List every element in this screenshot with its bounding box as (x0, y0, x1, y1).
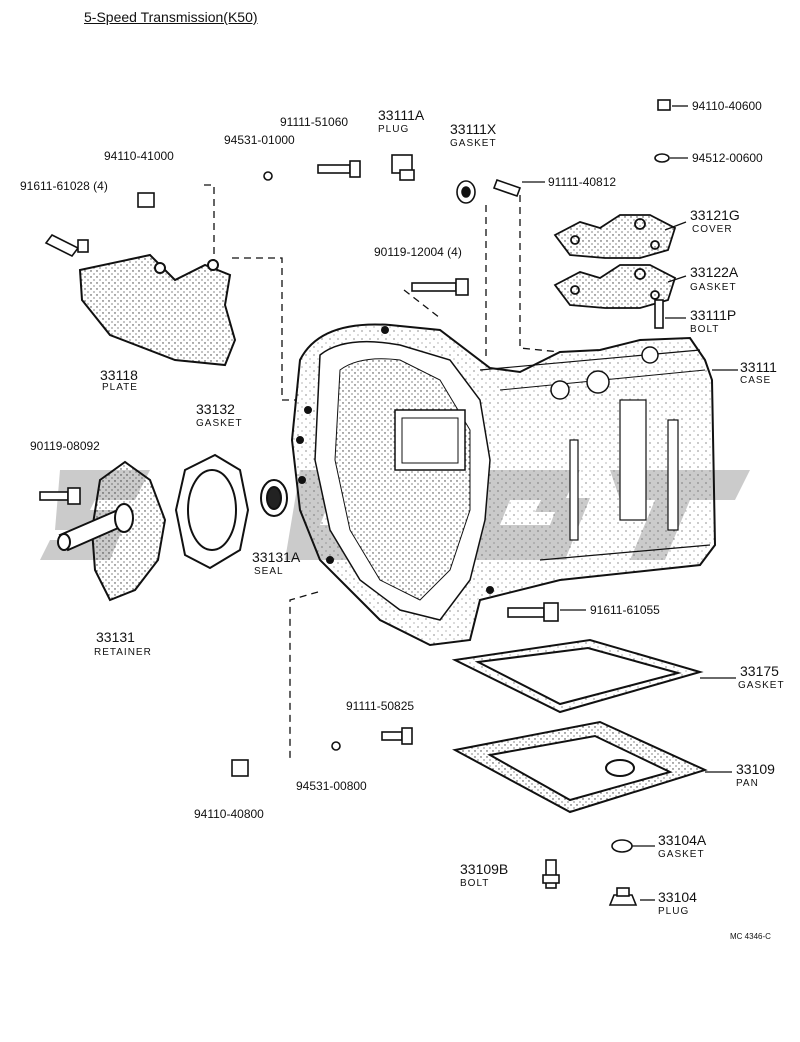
part-label-33118[interactable]: 33118 (100, 367, 138, 383)
part-label-33111a[interactable]: 33111A (378, 107, 425, 123)
diagram-title: 5-Speed Transmission(K50) (84, 9, 258, 25)
hardware-parts (39, 99, 671, 906)
part-label-94512-00600[interactable]: 94512-00600 (692, 151, 763, 165)
part-desc-33175: GASKET (738, 680, 785, 691)
plate-part (78, 253, 237, 367)
part-desc-33111x: GASKET (450, 138, 497, 149)
part-desc-33104: PLUG (658, 906, 690, 917)
part-label-94110-41000[interactable]: 94110-41000 (104, 149, 174, 163)
part-label-33109b[interactable]: 33109B (460, 861, 509, 877)
part-label-33132[interactable]: 33132 (196, 401, 235, 417)
part-label-33111p[interactable]: 33111P (690, 307, 737, 323)
part-label-91111-40812[interactable]: 91111-40812 (548, 175, 617, 189)
part-label-33111[interactable]: 33111 (740, 359, 777, 375)
part-label-33104[interactable]: 33104 (658, 889, 697, 905)
part-desc-33131: RETAINER (94, 647, 152, 658)
part-desc-33131a: SEAL (254, 566, 284, 577)
part-desc-33104a: GASKET (658, 849, 705, 860)
seal-part (260, 479, 288, 517)
retainer-gasket-part (174, 453, 250, 570)
retainer-part (57, 460, 167, 602)
part-desc-33109: PAN (736, 778, 759, 789)
part-label-91611-61055[interactable]: 91611-61055 (590, 603, 660, 617)
part-label-94531-01000[interactable]: 94531-01000 (224, 133, 295, 147)
part-label-91111-50825[interactable]: 91111-50825 (346, 699, 415, 713)
part-desc-33121g: COVER (692, 224, 733, 235)
part-label-94531-00800[interactable]: 94531-00800 (296, 779, 367, 793)
part-label-33122a[interactable]: 33122A (690, 264, 739, 280)
part-desc-33109b: BOLT (460, 878, 490, 889)
part-label-33109[interactable]: 33109 (736, 761, 775, 777)
part-desc-33132: GASKET (196, 418, 243, 429)
cover-gasket-part (553, 264, 677, 309)
part-label-33131[interactable]: 33131 (96, 629, 135, 645)
part-label-33111x[interactable]: 33111X (450, 121, 497, 137)
drawing-code: MC 4346-C (730, 932, 771, 941)
part-label-33104a[interactable]: 33104A (658, 832, 707, 848)
part-desc-33111p: BOLT (690, 324, 720, 335)
cover-part (553, 214, 677, 259)
transmission-case (290, 323, 717, 647)
part-label-91611-61028[interactable]: 91611-61028 (4) (20, 179, 108, 193)
part-desc-33122a: GASKET (690, 282, 737, 293)
part-desc-33111a: PLUG (378, 124, 410, 135)
part-label-33175[interactable]: 33175 (740, 663, 779, 679)
case-gasket-part (451, 638, 704, 714)
part-label-94110-40800[interactable]: 94110-40800 (194, 807, 264, 821)
part-label-90119-12004[interactable]: 90119-12004 (4) (374, 245, 462, 259)
oil-pan-part (452, 720, 708, 814)
leader-lines (522, 105, 738, 901)
part-label-90119-08092[interactable]: 90119-08092 (30, 439, 100, 453)
part-label-33131a[interactable]: 33131A (252, 549, 301, 565)
part-label-91111-51060[interactable]: 91111-51060 (280, 115, 349, 129)
part-label-33121g[interactable]: 33121G (690, 207, 740, 223)
assembly-lines (204, 184, 561, 760)
part-desc-33111: CASE (740, 375, 772, 386)
part-desc-33118: PLATE (102, 382, 138, 393)
part-label-94110-40600[interactable]: 94110-40600 (692, 99, 762, 113)
